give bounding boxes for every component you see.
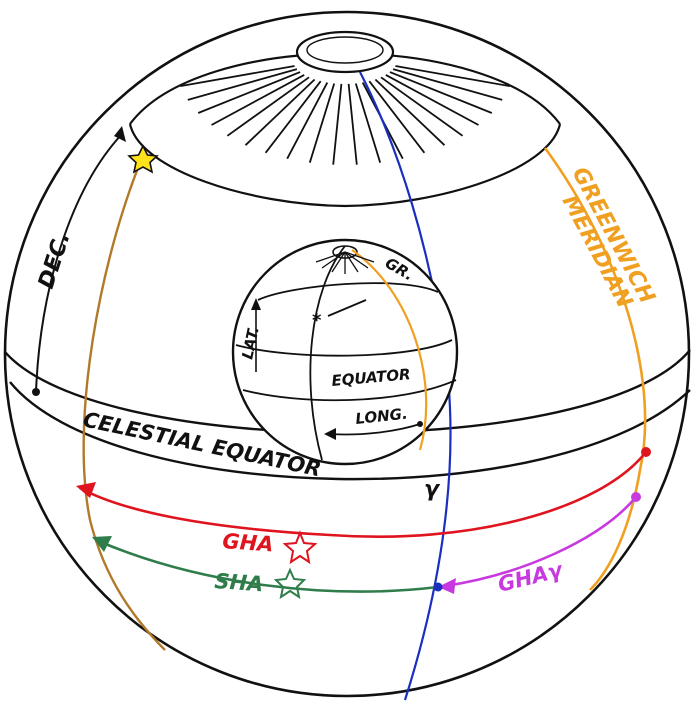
polar-cap-hatch-line — [374, 78, 446, 146]
polar-cap-hatch-line — [286, 82, 329, 160]
polar-cap-hatch-line — [264, 80, 322, 154]
celestial-sphere-outline — [3, 10, 691, 698]
dec-label: DEC. — [34, 229, 76, 292]
polar-cap-hatch-line — [226, 76, 310, 137]
polar-cap-hatch-line — [385, 74, 479, 126]
sha-star-label: SHA — [214, 567, 307, 600]
polar-cap-hatch-line — [332, 83, 343, 165]
polar-cap-hatch-line — [180, 65, 295, 87]
svg-text:SHA: SHA — [214, 569, 265, 596]
polar-cap-hatch-line — [211, 74, 305, 126]
polar-cap-hatch-line — [244, 78, 316, 146]
polar-cap — [128, 30, 562, 208]
polar-cap-hatch-line — [347, 83, 358, 165]
svg-text:*: * — [312, 310, 322, 331]
earth-globe: * — [231, 238, 459, 466]
gha-star-arc — [76, 447, 651, 538]
polar-cap-hatch-line — [308, 83, 336, 163]
polar-cap-hatch-line — [368, 80, 426, 154]
gha-star-label: GHA — [222, 529, 318, 565]
svg-text:GHA: GHA — [222, 529, 275, 557]
star-outline-icon — [273, 567, 307, 600]
polar-cap-hatch-line — [395, 65, 510, 87]
aries-symbol: γ — [424, 477, 441, 502]
sha-star-arc — [92, 536, 443, 593]
declination-arrow — [32, 126, 126, 396]
polar-cap-hatch-line — [380, 76, 464, 137]
star-icon — [127, 144, 159, 174]
polar-cap-hatch-line — [187, 68, 298, 101]
polar-cap-hatch-line — [389, 71, 493, 114]
star-outline-icon — [282, 530, 318, 565]
greenwich-meridian — [543, 147, 647, 591]
earth-long-label: LONG. — [355, 405, 409, 428]
polar-cap-hatch-line — [197, 71, 301, 114]
star-hour-circle — [82, 157, 166, 651]
earth-greenwich-meridian — [351, 249, 428, 451]
polar-cap-hatch-line — [392, 68, 503, 101]
polar-cap-hatch-line — [354, 83, 382, 163]
gha-aries-arc — [438, 492, 641, 594]
